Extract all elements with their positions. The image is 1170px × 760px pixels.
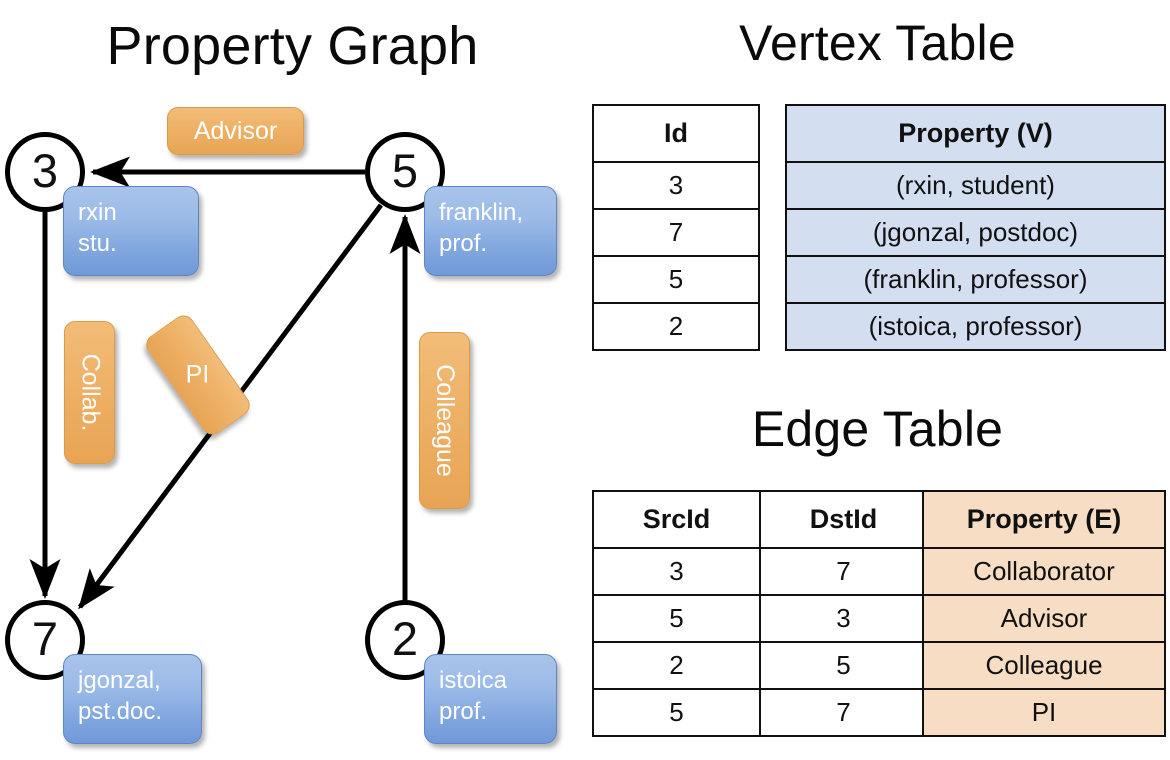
- vertex-header-id: Id: [592, 104, 760, 163]
- graph-node-3-label: 3: [31, 144, 59, 197]
- vertex-row-0-property: (rxin, student): [785, 161, 1166, 210]
- edge-row-3-dst: 7: [759, 688, 928, 737]
- table-row[interactable]: (istoica, professor): [785, 302, 1166, 351]
- graph-node-3-property-line2: stu.: [78, 230, 117, 257]
- table-row[interactable]: 2: [592, 302, 760, 351]
- table-header-row: Id: [592, 104, 760, 163]
- vertex-table-property-column: Property (V) (rxin, student) (jgonzal, p…: [785, 104, 1166, 351]
- graph-node-7-label: 7: [31, 612, 59, 665]
- table-row[interactable]: Colleague: [922, 641, 1166, 690]
- edge-label-colleague-text: Colleague: [431, 364, 459, 477]
- vertex-row-3-id: 2: [592, 302, 760, 351]
- edge-row-3-property: PI: [922, 688, 1166, 737]
- table-row[interactable]: 5 7: [592, 688, 928, 737]
- table-row[interactable]: (franklin, professor): [785, 255, 1166, 304]
- graph-node-2-circle[interactable]: [365, 600, 445, 680]
- edge-row-0-dst: 7: [759, 547, 928, 596]
- edge-table-id-columns: SrcId DstId 3 7 5 3 2 5 5 7: [592, 490, 928, 737]
- vertex-row-2-id: 5: [592, 255, 760, 304]
- table-row[interactable]: PI: [922, 688, 1166, 737]
- page-title-vertex-table: Vertex Table: [739, 15, 1016, 71]
- edge-row-1-dst: 3: [759, 594, 928, 643]
- table-row[interactable]: (rxin, student): [785, 161, 1166, 210]
- vertex-row-1-id: 7: [592, 208, 760, 257]
- table-row[interactable]: 5 3: [592, 594, 928, 643]
- table-header-row: Property (E): [922, 490, 1166, 549]
- table-header-row: Property (V): [785, 104, 1166, 163]
- edge-label-pi-text: PI: [186, 360, 210, 389]
- vertex-row-0-id: 3: [592, 161, 760, 210]
- table-row[interactable]: (jgonzal, postdoc): [785, 208, 1166, 257]
- edge-label-advisor[interactable]: Advisor: [167, 107, 304, 155]
- edge-row-2-src: 2: [592, 641, 761, 690]
- edge-row-1-property: Advisor: [922, 594, 1166, 643]
- graph-node-5-property-badge[interactable]: franklin, prof.: [424, 186, 557, 276]
- graph-node-2-property-badge[interactable]: istoica prof.: [424, 654, 557, 744]
- vertex-row-3-property: (istoica, professor): [785, 302, 1166, 351]
- graph-node-7-property-line2: pst.doc.: [78, 698, 163, 725]
- graph-node-3-property-line1: rxin: [78, 199, 117, 226]
- graph-node-5-property-line2: prof.: [439, 230, 488, 257]
- edge-row-1-src: 5: [592, 594, 761, 643]
- vertex-row-2-property: (franklin, professor): [785, 255, 1166, 304]
- graph-node-5-label: 5: [391, 144, 419, 197]
- edge-label-colleague[interactable]: Colleague: [419, 332, 470, 509]
- edge-row-2-property: Colleague: [922, 641, 1166, 690]
- edge-row-2-dst: 5: [759, 641, 928, 690]
- vertex-row-1-property: (jgonzal, postdoc): [785, 208, 1166, 257]
- table-row[interactable]: 7: [592, 208, 760, 257]
- edge-label-advisor-text: Advisor: [193, 116, 278, 145]
- graph-node-2-property-line2: prof.: [439, 698, 488, 725]
- graph-node-5-property-line1: franklin,: [439, 199, 524, 226]
- table-row[interactable]: 2 5: [592, 641, 928, 690]
- edge-header-property: Property (E): [922, 490, 1166, 549]
- edge-label-collab-text: Collab.: [76, 353, 105, 432]
- table-row[interactable]: Advisor: [922, 594, 1166, 643]
- graph-node-2-property-line1: istoica: [439, 667, 508, 694]
- edge-label-collab[interactable]: Collab.: [64, 321, 115, 464]
- edge-row-0-src: 3: [592, 547, 761, 596]
- edge-header-srcid: SrcId: [592, 490, 761, 549]
- edge-row-3-src: 5: [592, 688, 761, 737]
- vertex-table-id-column: Id 3 7 5 2: [592, 104, 760, 351]
- page-title-property-graph: Property Graph: [106, 16, 479, 76]
- graph-node-7-property-badge[interactable]: jgonzal, pst.doc.: [63, 654, 202, 744]
- graph-node-7-property-line1: jgonzal,: [78, 667, 161, 694]
- table-row[interactable]: 5: [592, 255, 760, 304]
- table-row[interactable]: 3: [592, 161, 760, 210]
- edge-header-dstid: DstId: [759, 490, 928, 549]
- table-header-row: SrcId DstId: [592, 490, 928, 549]
- graph-node-3-property-badge[interactable]: rxin stu.: [63, 186, 199, 276]
- page-title-edge-table: Edge Table: [751, 401, 1004, 457]
- property-graph-panel: Property Graph 3 rxin stu. 5: [5, 16, 557, 744]
- table-row[interactable]: Collaborator: [922, 547, 1166, 596]
- edge-row-0-property: Collaborator: [922, 547, 1166, 596]
- vertex-header-property: Property (V): [785, 104, 1166, 163]
- table-row[interactable]: 3 7: [592, 547, 928, 596]
- graph-node-5-circle[interactable]: [365, 132, 445, 212]
- graph-node-2-label: 2: [391, 612, 419, 665]
- edge-table-property-column: Property (E) Collaborator Advisor Collea…: [922, 490, 1166, 737]
